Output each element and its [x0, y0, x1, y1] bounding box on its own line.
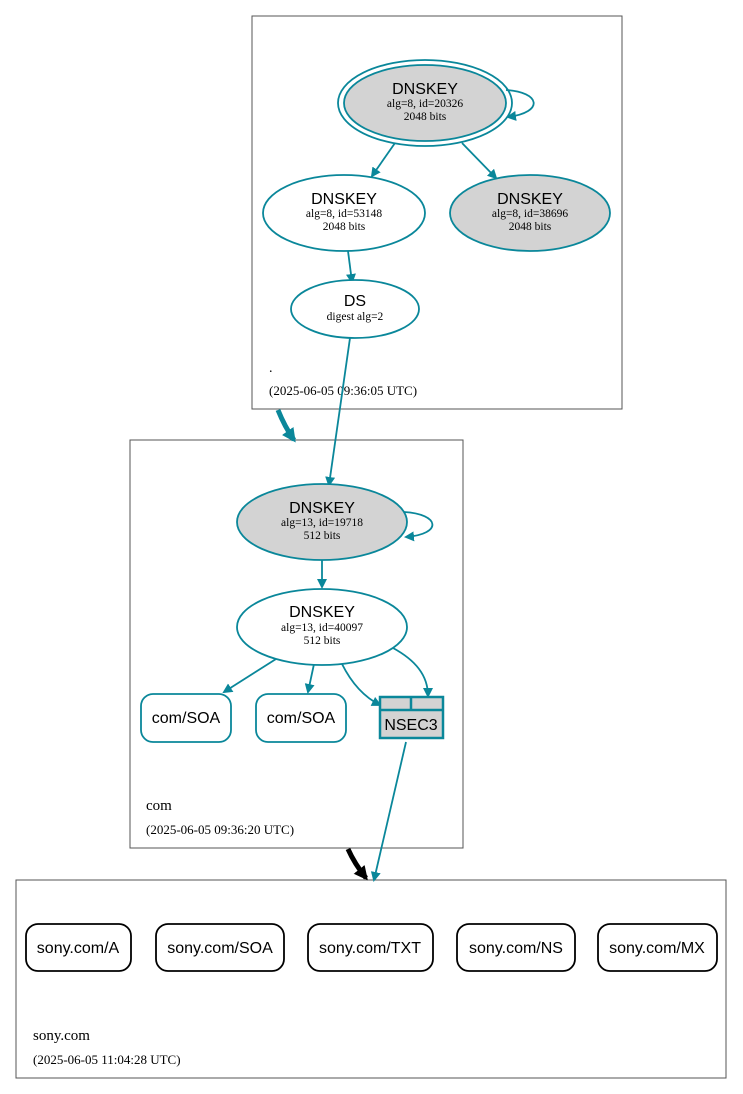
edge-root-ksk-to-key3 — [461, 142, 498, 180]
com-zsk-node[interactable]: DNSKEY alg=13, id=40097 512 bits — [236, 588, 408, 666]
root-ksk-line1: alg=8, id=20326 — [387, 98, 463, 110]
delegation-com-to-sony — [345, 847, 368, 881]
com-zone-timestamp: (2025-06-05 09:36:20 UTC) — [146, 822, 294, 837]
com-nsec3-label: NSEC3 — [384, 717, 437, 734]
root-zone-box — [251, 15, 623, 410]
com-zsk-title: DNSKEY — [289, 604, 355, 621]
root-ds-title: DS — [344, 293, 366, 310]
root-key3-title: DNSKEY — [497, 191, 563, 208]
com-soa-label-2: com/SOA — [267, 710, 336, 727]
edge-ds-to-com-ksk — [325, 337, 351, 487]
root-ksk-line2: 2048 bits — [404, 111, 447, 123]
edge-root-zsk-to-ds — [346, 250, 356, 284]
root-ksk-node[interactable]: DNSKEY alg=8, id=20326 2048 bits — [337, 59, 513, 147]
com-zsk-line2: 512 bits — [304, 635, 341, 647]
edge-com-zsk-to-soa2 — [304, 663, 315, 694]
sony-record-soa[interactable]: sony.com/SOA — [155, 923, 285, 972]
root-zsk-title: DNSKEY — [311, 191, 377, 208]
sony-zone-timestamp: (2025-06-05 11:04:28 UTC) — [33, 1052, 181, 1067]
sony-record-txt-label: sony.com/TXT — [319, 940, 421, 957]
com-soa-node-2[interactable]: com/SOA — [255, 693, 347, 743]
com-nsec3-node[interactable]: NSEC3 — [378, 695, 445, 740]
root-key3-node[interactable]: DNSKEY alg=8, id=38696 2048 bits — [449, 174, 611, 252]
com-soa-label-1: com/SOA — [152, 710, 221, 727]
com-zsk-line1: alg=13, id=40097 — [281, 622, 363, 634]
com-soa-node-1[interactable]: com/SOA — [140, 693, 232, 743]
root-ds-node[interactable]: DS digest alg=2 — [290, 279, 420, 339]
root-zsk-line1: alg=8, id=53148 — [306, 208, 382, 220]
edge-com-zsk-to-nsec3-a — [341, 663, 382, 706]
sony-record-soa-label: sony.com/SOA — [167, 940, 273, 957]
com-ksk-title: DNSKEY — [289, 500, 355, 517]
com-zone-name: com — [146, 798, 172, 814]
edge-root-ksk-to-zsk — [370, 142, 396, 178]
edge-root-ksk-self — [505, 89, 535, 121]
root-ds-line1: digest alg=2 — [327, 311, 384, 323]
sony-record-ns-label: sony.com/NS — [469, 940, 563, 957]
sony-record-ns[interactable]: sony.com/NS — [456, 923, 576, 972]
root-zone-name: . — [269, 361, 273, 376]
root-key3-line2: 2048 bits — [509, 221, 552, 233]
edge-com-zsk-to-nsec3-b — [392, 647, 433, 698]
com-zone-box — [129, 439, 464, 849]
sony-record-a[interactable]: sony.com/A — [25, 923, 132, 972]
sony-zone-name: sony.com — [33, 1028, 90, 1044]
root-zsk-node[interactable]: DNSKEY alg=8, id=53148 2048 bits — [262, 174, 426, 252]
root-key3-line1: alg=8, id=38696 — [492, 208, 568, 220]
edge-com-ksk-self — [403, 511, 434, 542]
sony-zone-box — [15, 879, 727, 1079]
sony-record-mx[interactable]: sony.com/MX — [597, 923, 718, 972]
root-zsk-line2: 2048 bits — [323, 221, 366, 233]
edge-nsec3-to-sony — [370, 741, 407, 882]
sony-record-txt[interactable]: sony.com/TXT — [307, 923, 434, 972]
root-ksk-title: DNSKEY — [392, 81, 458, 98]
sony-record-mx-label: sony.com/MX — [609, 940, 705, 957]
sony-record-a-label: sony.com/A — [37, 940, 120, 957]
edge-com-zsk-to-soa1 — [222, 658, 277, 694]
delegation-root-to-com — [275, 409, 297, 443]
com-ksk-line2: 512 bits — [304, 530, 341, 542]
com-ksk-node[interactable]: DNSKEY alg=13, id=19718 512 bits — [236, 483, 408, 561]
com-ksk-line1: alg=13, id=19718 — [281, 517, 363, 529]
